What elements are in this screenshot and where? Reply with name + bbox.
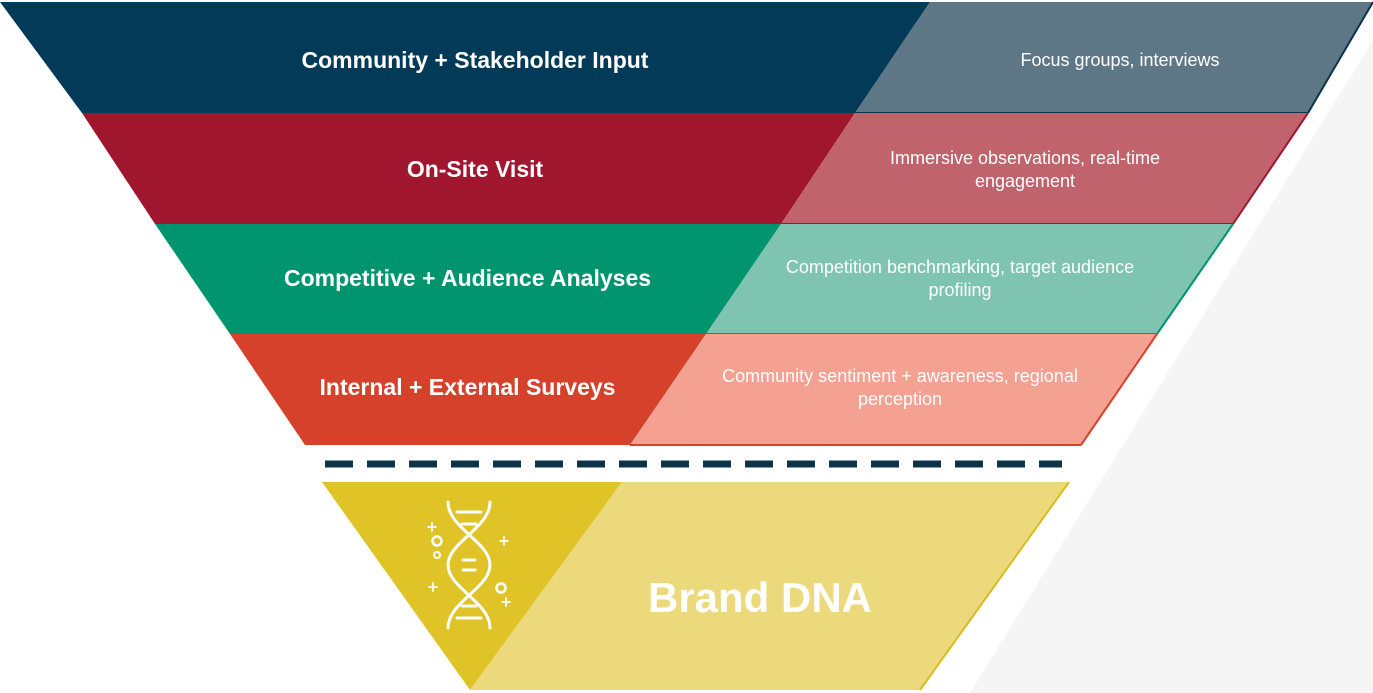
tier-2-title: On-Site Visit — [406, 156, 544, 183]
tier-2-main-segment — [82, 113, 855, 224]
tier-1-detail-side — [1307, 1, 1373, 114]
tier-3-detail: Competition benchmarking, target audienc… — [785, 256, 1135, 300]
tier-3-main-segment — [155, 224, 781, 334]
dna-icon — [427, 500, 511, 630]
background-accent-shape — [970, 40, 1373, 693]
tier-1-detail-segment — [855, 2, 1373, 113]
brand-dna-title: Brand DNA — [647, 573, 872, 621]
tier-1-main-segment — [0, 2, 930, 113]
tier-2-detail-segment — [781, 113, 1308, 224]
brand-dna-detail-side — [919, 481, 1070, 691]
tier-3-title: Competitive + Audience Analyses — [283, 265, 652, 292]
tier-1-detail: Focus groups, interviews — [1020, 50, 1220, 71]
tier-3-detail-segment — [706, 224, 1233, 334]
tier-4-main-segment — [230, 334, 706, 445]
tier-4-detail-segment — [630, 334, 1157, 445]
tier-4-detail-side — [1080, 333, 1158, 446]
brand-dna-main-segment — [322, 482, 622, 690]
tier-1-title: Community + Stakeholder Input — [301, 47, 649, 74]
tier-3-detail-side — [1156, 223, 1234, 335]
brand-dna-detail-segment — [470, 482, 1069, 690]
tier-4-title: Internal + External Surveys — [319, 374, 616, 401]
tier-2-detail-side — [1232, 112, 1309, 225]
tier-4-detail: Community sentiment + awareness, regiona… — [722, 365, 1078, 409]
tier-2-detail: Immersive observations, real-time engage… — [889, 147, 1161, 191]
